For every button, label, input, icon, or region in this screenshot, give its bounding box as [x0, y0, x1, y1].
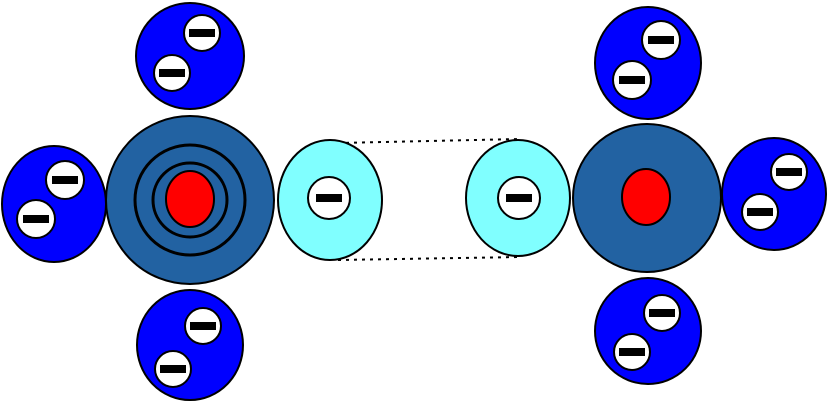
- minus-icon: [190, 322, 216, 330]
- right-atom-core: [572, 123, 722, 273]
- minus-icon: [316, 194, 342, 202]
- right-bonding-orbital: [465, 139, 571, 257]
- minus-icon: [23, 215, 49, 223]
- minus-icon: [619, 348, 645, 356]
- nucleus: [165, 170, 215, 228]
- left-atom: [1, 2, 383, 401]
- minus-icon: [160, 365, 186, 373]
- right-side-orbital: [721, 137, 827, 251]
- minus-icon: [648, 36, 674, 44]
- electron: [154, 350, 192, 388]
- electron: [45, 160, 85, 200]
- left-bottom-orbital: [136, 289, 244, 401]
- electron: [770, 153, 808, 191]
- electron: [153, 54, 191, 92]
- left-side-orbital: [1, 145, 107, 263]
- minus-icon: [649, 309, 675, 317]
- electron: [613, 333, 651, 371]
- minus-icon: [506, 194, 532, 202]
- dotted-line-bottom: [337, 256, 521, 261]
- electron: [741, 193, 779, 231]
- minus-icon: [619, 76, 645, 84]
- electron: [16, 199, 56, 239]
- electron: [184, 307, 222, 345]
- inner-shell-ring: [133, 143, 247, 257]
- minus-icon: [52, 176, 78, 184]
- minus-icon: [189, 29, 215, 37]
- right-atom: [465, 6, 827, 385]
- minus-icon: [776, 168, 802, 176]
- minus-icon: [747, 208, 773, 216]
- left-atom-core: [105, 115, 275, 285]
- electron: [497, 176, 541, 220]
- inner-shell-ring: [151, 161, 229, 239]
- electron: [641, 20, 681, 60]
- electron: [307, 176, 351, 220]
- left-top-orbital: [135, 2, 245, 110]
- dotted-line-top: [337, 138, 521, 144]
- left-bonding-orbital: [277, 139, 383, 261]
- electron: [612, 60, 652, 100]
- electron: [183, 14, 221, 52]
- right-top-orbital: [594, 6, 702, 120]
- right-bottom-orbital: [594, 277, 702, 385]
- electron: [643, 294, 681, 332]
- minus-icon: [159, 69, 185, 77]
- nucleus: [621, 168, 671, 226]
